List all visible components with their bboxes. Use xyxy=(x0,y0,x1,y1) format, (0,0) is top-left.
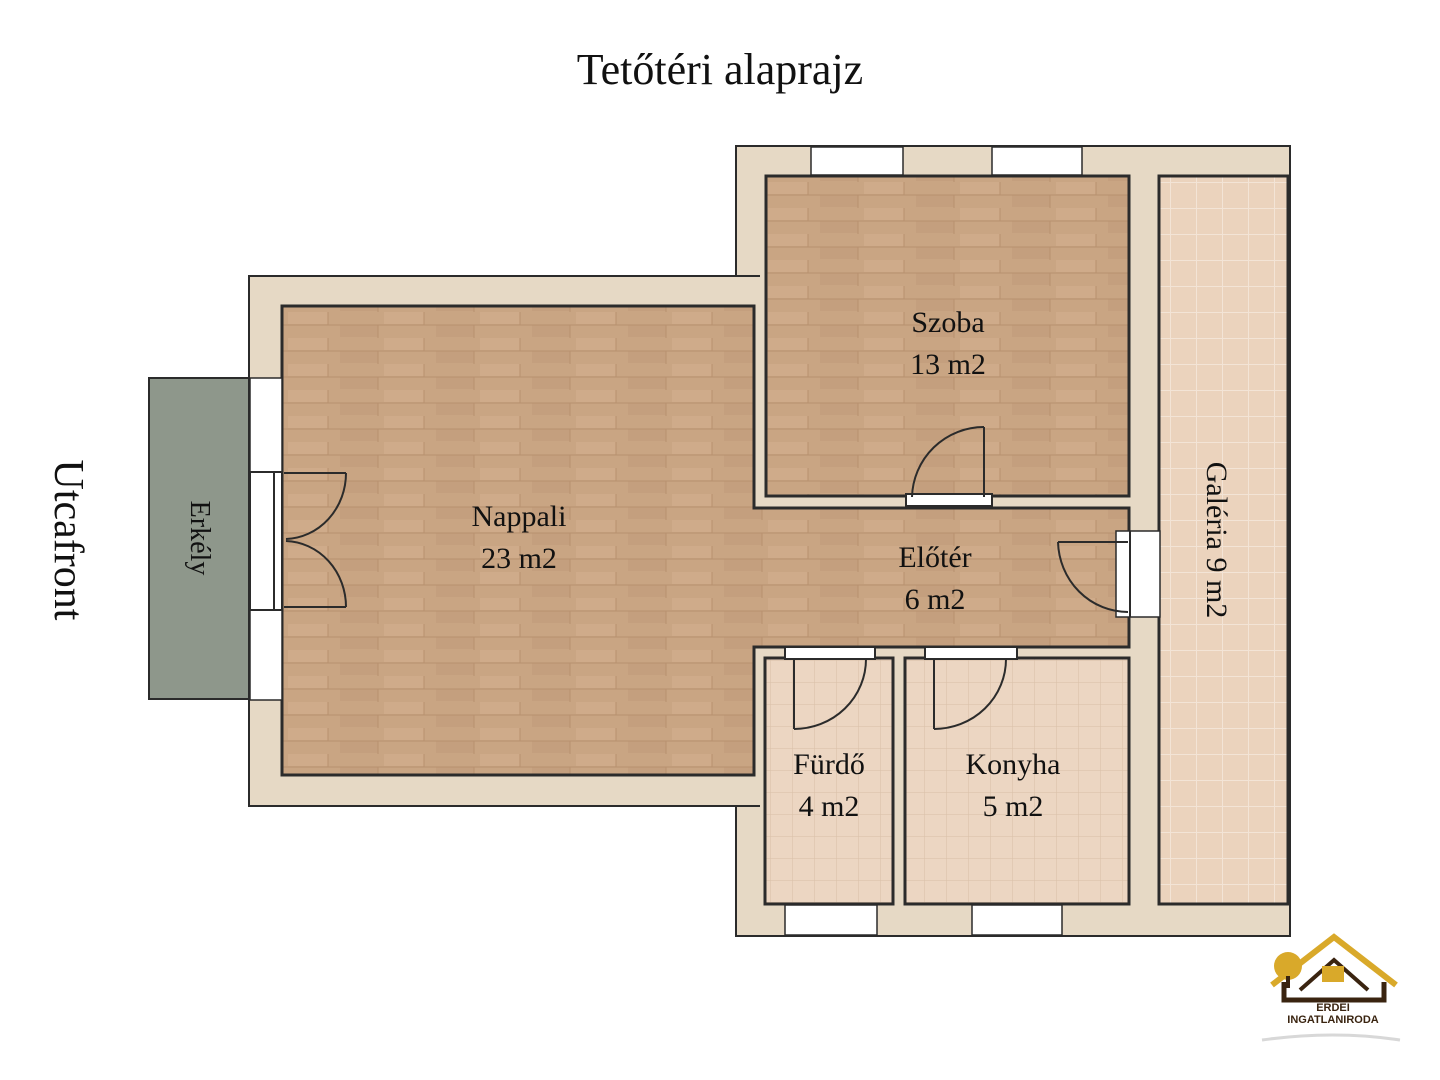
balcony-area xyxy=(148,377,250,700)
house-logo-icon xyxy=(1261,933,1401,1042)
windows xyxy=(249,146,1083,936)
room-label-nappali: Nappali 23 m2 xyxy=(472,496,567,580)
gallery-floor xyxy=(1157,174,1290,906)
room-area: 5 m2 xyxy=(982,790,1044,823)
room-area: 4 m2 xyxy=(798,790,860,823)
room-label-konyha: Konyha 5 m2 xyxy=(966,744,1061,828)
room-label-eloter: Előtér 6 m2 xyxy=(898,537,971,621)
room-label-szoba: Szoba 13 m2 xyxy=(910,302,986,386)
room-name: Nappali xyxy=(471,500,567,533)
room-name: Szoba xyxy=(911,306,985,339)
room-label-furdo: Fürdő 4 m2 xyxy=(793,744,865,828)
gallery-label: Galéria 9 m2 xyxy=(1200,461,1233,619)
room-area: 13 m2 xyxy=(910,348,986,381)
room-name: Konyha xyxy=(965,748,1061,781)
gallery-door xyxy=(1057,530,1161,618)
kitchen-door xyxy=(924,646,1018,730)
logo-text: ERDEI INGATLANIRODA xyxy=(1287,1002,1379,1026)
bedroom-floor xyxy=(764,174,1131,498)
balcony-door xyxy=(249,471,347,611)
bedroom-door xyxy=(905,426,993,507)
plan-title: Tetőtéri alaprajz xyxy=(576,45,864,94)
balcony-label: Erkély xyxy=(184,500,215,576)
room-area: 23 m2 xyxy=(481,542,557,575)
room-area: 6 m2 xyxy=(904,583,966,616)
bathroom-door xyxy=(784,646,876,730)
living-room-floor xyxy=(280,304,1131,777)
room-name: Fürdő xyxy=(793,748,865,781)
room-name: Előtér xyxy=(898,541,972,574)
street-front-label: Utcafront xyxy=(45,459,91,621)
